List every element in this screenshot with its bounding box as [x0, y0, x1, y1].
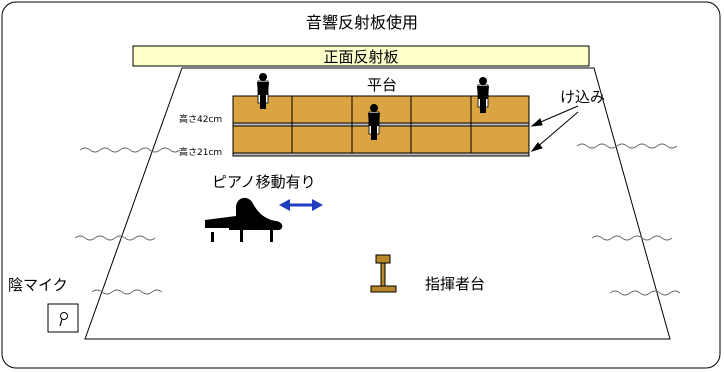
wave-line: [609, 290, 681, 296]
wave-line: [74, 235, 156, 241]
riser-edge: [232, 122, 530, 127]
grand-piano-icon: [205, 197, 283, 242]
riser-base-edge: [232, 152, 530, 157]
piano-label: ピアノ移動有り: [212, 173, 316, 191]
front-reflector-label: 正面反射板: [323, 48, 398, 66]
height-label-upper: 高さ42cm: [179, 113, 222, 125]
mic-label: 陰マイク: [8, 276, 68, 294]
wave-line: [576, 143, 678, 149]
piano-move-arrow: [279, 199, 323, 211]
conductor-podium-icon: [370, 254, 397, 293]
front-reflector-panel: [132, 45, 590, 67]
conductor-label: 指揮者台: [425, 275, 485, 293]
wavy-lines: [74, 143, 681, 296]
wave-line: [91, 289, 163, 295]
person-icon: [368, 104, 380, 140]
person-icon: [477, 77, 489, 113]
kick-arrows: [530, 105, 579, 152]
microphone-icon: [59, 312, 68, 327]
riser-lower: [232, 125, 530, 154]
person-icon: [257, 73, 269, 109]
microphone-box: [47, 303, 79, 333]
wave-line: [79, 147, 181, 153]
platform-label: 平台: [367, 76, 397, 94]
wave-line: [591, 235, 673, 241]
height-label-lower: 高さ21cm: [179, 146, 222, 158]
kick-label: け込み: [560, 88, 605, 106]
diagram-title: 音響反射板使用: [306, 13, 418, 32]
platform-risers: [232, 95, 530, 157]
